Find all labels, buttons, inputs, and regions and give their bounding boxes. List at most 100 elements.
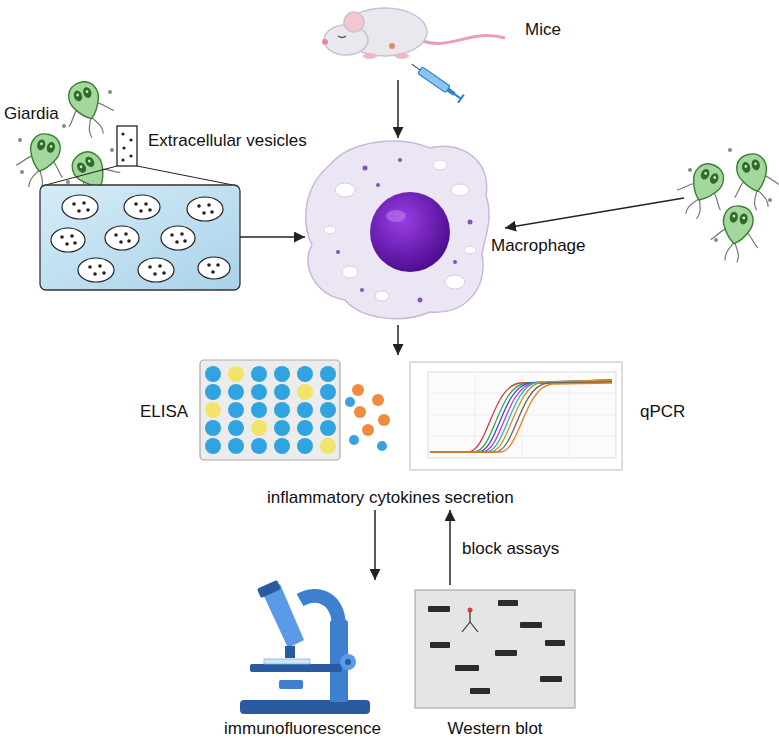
western-blot	[428, 600, 565, 694]
node-label: Mice	[525, 20, 561, 40]
node-label: Macrophage	[491, 236, 586, 256]
cytokine-dots	[345, 397, 355, 407]
vesicle-zoom	[210, 210, 214, 214]
syringe	[412, 64, 420, 70]
node-label: Western blot	[405, 719, 585, 739]
macrophage-cell	[336, 250, 340, 254]
giardia-figure	[56, 75, 120, 144]
macrophage-cell	[363, 166, 368, 171]
elisa-plate	[205, 366, 336, 454]
microscope	[264, 659, 310, 664]
mice-node: Mice	[330, 4, 570, 80]
western-blot	[520, 622, 542, 628]
vesicle-zoom	[170, 233, 174, 237]
elisa-plate	[228, 366, 244, 382]
vesicle-box: Extracellular vesicles	[40, 185, 240, 290]
qpcr-chart	[430, 380, 612, 452]
node-label: inflammatory cytokines secretion	[267, 488, 514, 508]
elisa-plate	[297, 420, 313, 436]
giardia-figure	[108, 90, 112, 94]
giardia-figure	[669, 148, 779, 266]
elisa-plate	[274, 438, 290, 454]
cytokine-dots	[372, 394, 384, 406]
elisa-plate	[205, 366, 336, 454]
macrophage-cell	[342, 266, 358, 278]
macrophage-cell	[464, 246, 476, 254]
vesicle-zoom	[127, 239, 131, 243]
microscope-node: immunofluorescence	[215, 580, 390, 739]
vesicle-zoom	[86, 208, 90, 212]
macrophage-cell	[398, 158, 402, 162]
vesicle-zoom	[73, 241, 77, 245]
figure-label: Giardia	[4, 104, 59, 124]
elisa-plate	[274, 402, 290, 418]
node-label: ELISA	[140, 402, 188, 422]
elisa-plate	[274, 420, 290, 436]
vesicle-zoom	[82, 201, 86, 205]
macrophage-cell	[324, 160, 476, 301]
vesicle-zoom	[40, 185, 240, 290]
elisa-plate	[205, 438, 221, 454]
qpcr-chart	[410, 362, 622, 470]
vesicle-zoom	[162, 271, 166, 275]
cytokine-dots	[345, 384, 390, 451]
elisa-plate	[251, 438, 267, 454]
macrophage-cell	[418, 298, 423, 303]
macrophage-cell	[468, 220, 473, 225]
vesicle-zoom	[72, 202, 76, 206]
western-blot	[415, 590, 575, 708]
qpcr-chart	[430, 380, 612, 452]
elisa-plate	[251, 366, 267, 382]
vesicle-zoom	[129, 154, 132, 157]
mouse-figure	[344, 12, 364, 32]
qpcr-chart	[475, 372, 476, 458]
vesicle-zoom	[139, 209, 143, 213]
vesicle-zoom	[207, 263, 211, 267]
elisa-plate	[274, 384, 290, 400]
mouse-figure	[322, 39, 328, 45]
syringe	[418, 67, 450, 93]
elisa-plate	[228, 420, 244, 436]
elisa-plate	[320, 366, 336, 382]
giardia-figure	[768, 198, 772, 202]
vesicle-zoom	[183, 239, 187, 243]
vesicle-zoom	[119, 240, 123, 244]
western-blot	[468, 608, 473, 613]
syringe	[454, 94, 461, 99]
macrophage-cell	[445, 275, 465, 289]
qpcr-chart	[428, 372, 616, 458]
vesicle-zoom	[144, 202, 148, 206]
cytokine-dots	[377, 441, 387, 451]
vesicle-zoom	[211, 270, 215, 274]
node-label: qPCR	[640, 402, 685, 422]
syringe	[409, 60, 464, 103]
vesicle-zoom	[121, 132, 124, 135]
mouse-figure	[363, 53, 377, 59]
elisa-plate	[320, 402, 336, 418]
qpcr-chart	[430, 380, 612, 452]
vesicle-zoom	[153, 272, 157, 276]
vesicle-zoom	[148, 208, 152, 212]
mouse-figure	[395, 53, 409, 59]
macrophage-cell	[433, 160, 447, 170]
syringe	[458, 95, 464, 103]
elisa-plate	[200, 360, 340, 460]
macrophage-cell	[453, 260, 457, 264]
western-blot	[462, 612, 478, 632]
arrow-connector	[449, 510, 451, 585]
elisa-plate	[205, 402, 221, 418]
vesicle-zoom	[180, 232, 184, 236]
giardia-figure	[110, 148, 114, 152]
elisa-plate	[228, 438, 244, 454]
giardia-figure	[20, 170, 24, 174]
vesicle-zoom	[122, 146, 125, 149]
vesicle-zoom	[65, 242, 69, 246]
node-label: Extracellular vesicles	[148, 131, 307, 151]
western-blot	[470, 688, 490, 694]
vesicle-zoom	[105, 226, 139, 250]
blot-node: Western blot	[405, 585, 585, 739]
western-blot	[495, 650, 517, 656]
giardia-figure	[725, 148, 779, 215]
